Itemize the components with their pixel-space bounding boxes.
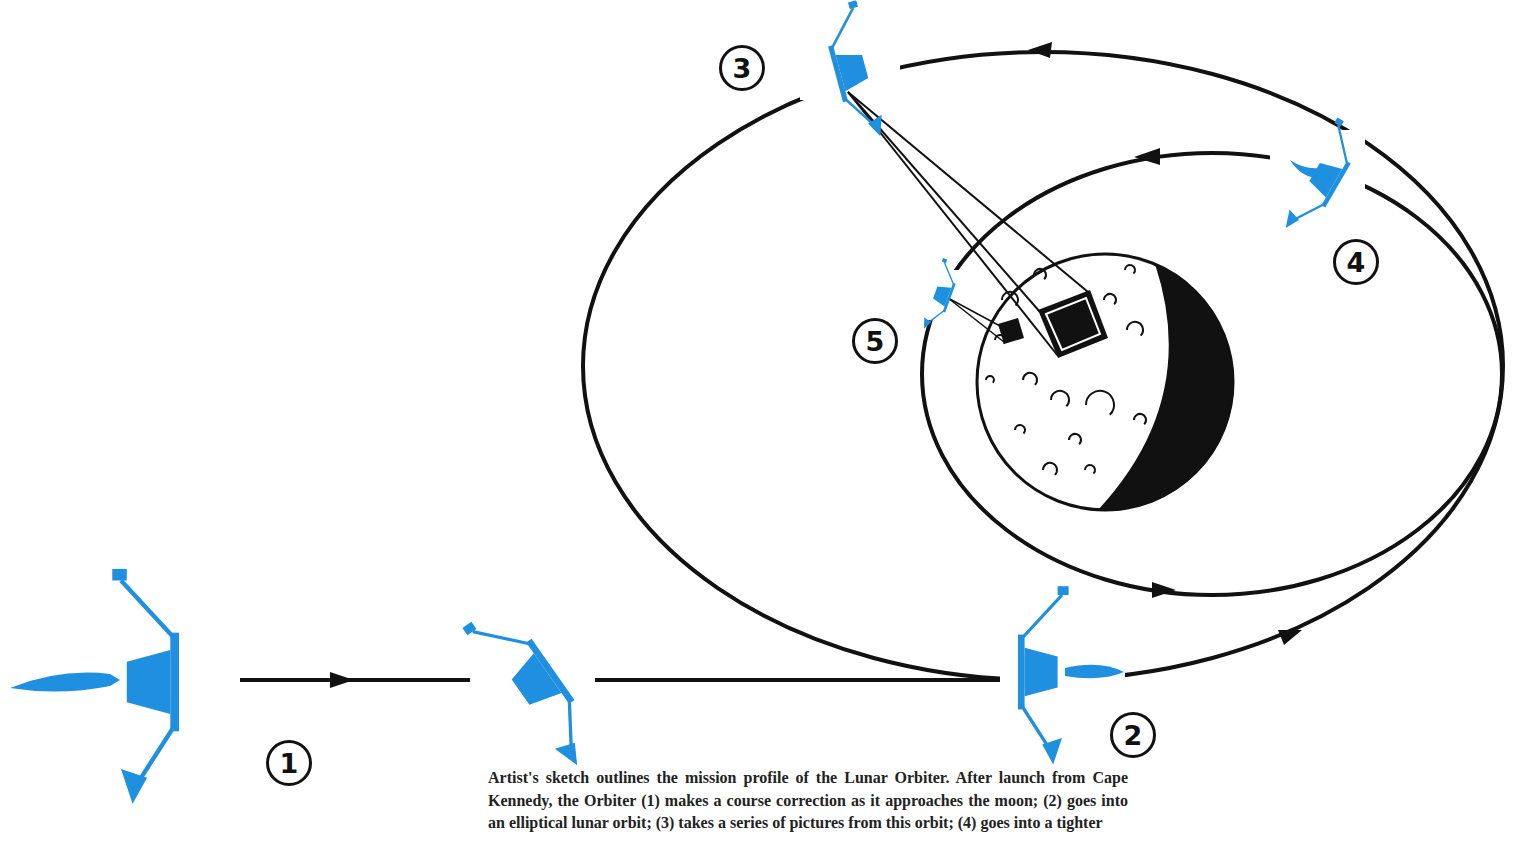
callout-number: 4 <box>1333 239 1379 285</box>
callout-number: 5 <box>852 318 898 364</box>
spacecraft-3 <box>818 0 891 143</box>
figure-caption: Artist's sketch outlines the mission pro… <box>488 767 1128 835</box>
camera-footprints <box>848 92 1108 358</box>
direction-arrows <box>330 42 1302 688</box>
callout-number: 2 <box>1110 712 1156 758</box>
moon <box>977 254 1234 510</box>
spacecraft-2 <box>1018 586 1124 764</box>
spacecraft-4 <box>1277 118 1368 240</box>
callout-number: 1 <box>266 740 312 786</box>
spacecraft-cruise <box>462 599 606 774</box>
callout-number: 3 <box>719 45 765 91</box>
spacecraft-5 <box>918 258 962 334</box>
spacecraft-1 <box>10 569 179 804</box>
orbit-lines <box>240 52 1503 680</box>
